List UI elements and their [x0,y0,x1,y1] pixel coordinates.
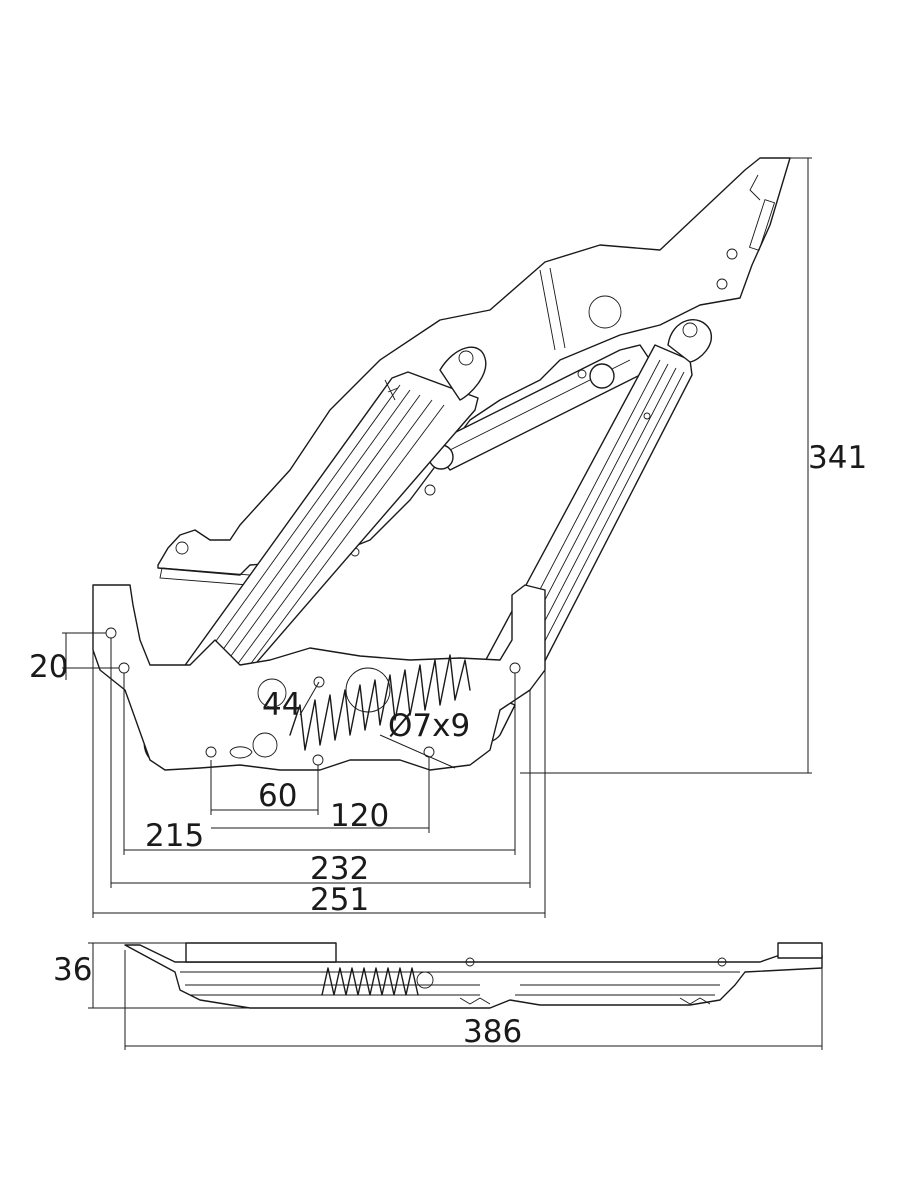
dim-386: 386 [463,1014,522,1050]
dim-341: 341 [808,440,867,476]
coil-spring [289,654,471,751]
raised-mechanism-view: 341 20 44 Ø7x9 60 120 215 232 251 [29,157,867,918]
dim-44: 44 [262,687,301,723]
dim-slot: Ø7x9 [388,708,470,744]
base-plate [92,584,546,771]
dim-120: 120 [330,798,389,834]
dim-215: 215 [145,818,204,854]
dim-251: 251 [310,882,369,918]
dim-36: 36 [53,952,92,988]
folded-mechanism-view: 36 386 [53,942,823,1050]
dim-60: 60 [258,778,297,814]
dim-20: 20 [29,649,68,685]
top-view-dimensions [62,157,812,918]
dim-232: 232 [310,851,369,887]
